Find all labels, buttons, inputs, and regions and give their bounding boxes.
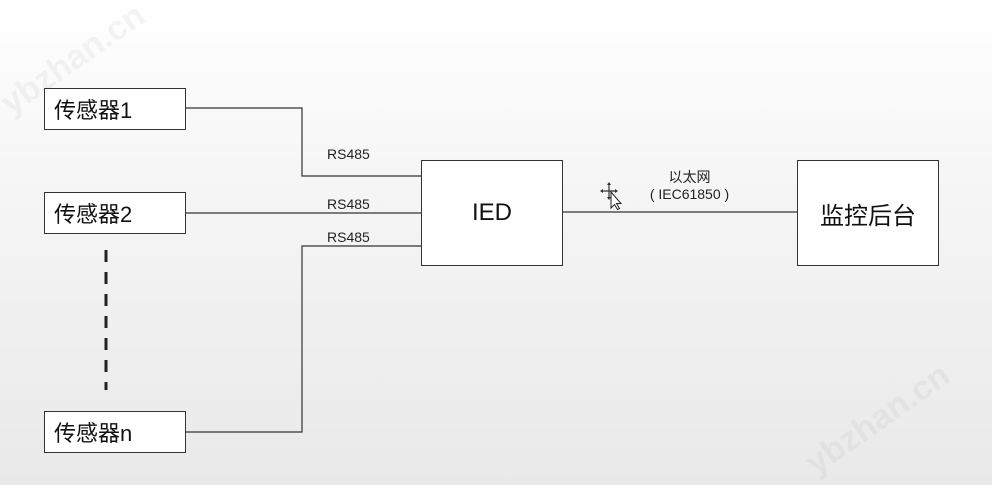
sensor-2-label: 传感器2: [54, 202, 133, 227]
sensor-1-box: 传感器1: [44, 88, 186, 130]
wire-sensorn-ied: [186, 245, 421, 433]
rs485-label-top: RS485: [327, 146, 370, 162]
monitor-backend-label: 监控后台: [820, 202, 916, 230]
monitor-backend-box: 监控后台: [797, 160, 939, 266]
rs485-label-bottom: RS485: [327, 229, 370, 245]
sensor-n-label: 传感器n: [54, 421, 133, 446]
ethernet-label: 以太网: [668, 169, 711, 185]
ied-box: IED: [421, 160, 563, 266]
wire-sensor1-ied: [186, 107, 421, 177]
move-cursor-icon: [600, 182, 623, 210]
iec61850-label: ( IEC61850 ): [649, 186, 730, 202]
rs485-label-middle: RS485: [327, 196, 370, 212]
ied-label: IED: [471, 199, 512, 226]
sensor-n-box: 传感器n: [44, 411, 186, 453]
sensor-2-box: 传感器2: [44, 192, 186, 234]
sensor-1-label: 传感器1: [54, 98, 133, 123]
